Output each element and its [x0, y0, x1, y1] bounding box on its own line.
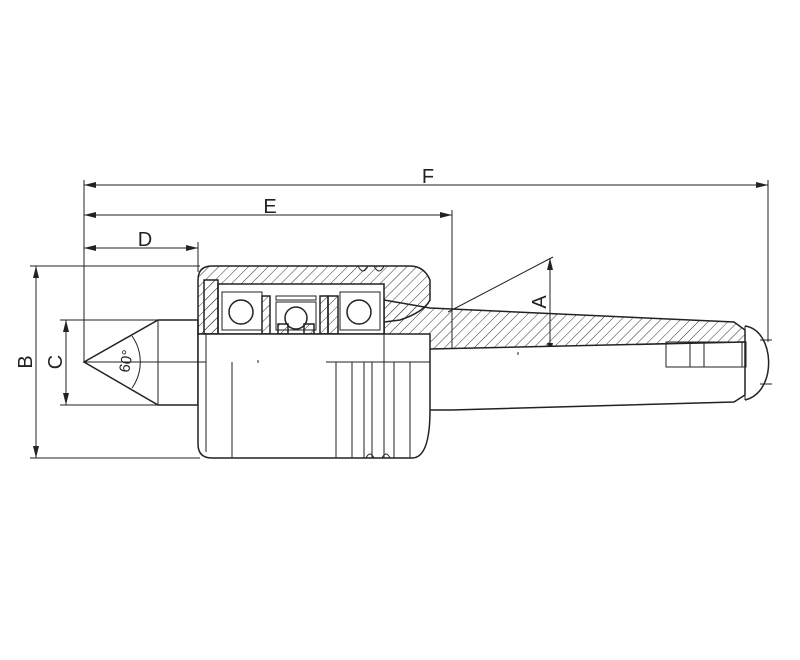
- dimension-lines: F E D B: [15, 166, 769, 459]
- ball-bearing-1: [228, 299, 254, 325]
- dimension-d: D: [84, 229, 198, 251]
- dimension-label-a: A: [529, 295, 551, 309]
- ball-bearings: [221, 291, 381, 335]
- dimension-b: B: [15, 265, 200, 459]
- dimension-label-d: D: [138, 229, 152, 251]
- dimension-label-b: B: [15, 355, 37, 368]
- dimension-f: F: [84, 166, 768, 188]
- housing-body: [197, 333, 519, 459]
- ball-bearing-2: [284, 306, 308, 330]
- bearing-housing: [197, 265, 431, 335]
- dimension-c: C: [45, 319, 160, 406]
- dimension-label-e: E: [263, 196, 276, 218]
- dimension-label-f: F: [422, 166, 434, 188]
- dimension-e: E: [84, 196, 452, 218]
- taper-shank: [383, 299, 772, 411]
- angle-label: 60°: [116, 349, 137, 374]
- ball-bearing-3: [346, 299, 372, 325]
- dimension-label-c: C: [45, 355, 67, 369]
- left-seal: [203, 279, 219, 335]
- tang-end: [744, 325, 770, 401]
